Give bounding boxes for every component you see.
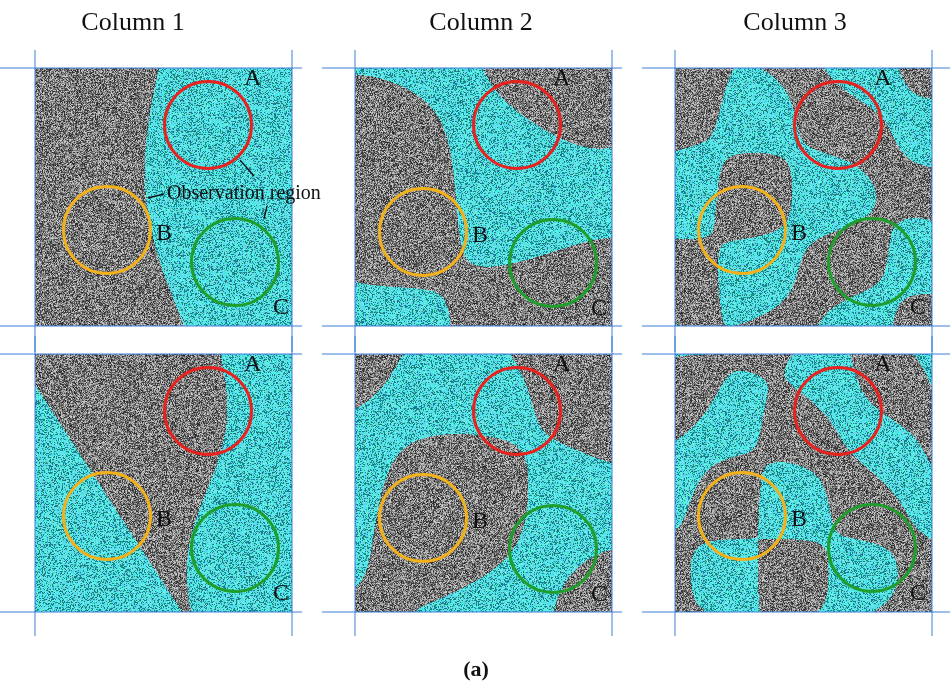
circle-outline (378, 473, 468, 563)
region-letter: C (591, 581, 607, 605)
circle-outline (190, 217, 280, 307)
figure-caption: (a) (463, 657, 489, 681)
annotation-label: Observation region (167, 181, 321, 203)
observation-circle: A (163, 80, 253, 170)
observation-circle: B (697, 185, 787, 275)
region-letter: A (553, 351, 570, 375)
circle-outline (697, 185, 787, 275)
observation-circle: A (793, 366, 883, 456)
observation-circle: B (62, 185, 152, 275)
region-letter: A (244, 65, 261, 89)
circle-outline (190, 503, 280, 593)
region-letter: B (472, 508, 488, 532)
region-letter: B (791, 506, 807, 530)
column-title: Column 1 (81, 8, 184, 37)
observation-circle: C (190, 503, 280, 593)
circle-outline (793, 366, 883, 456)
observation-circle: B (378, 473, 468, 563)
circle-outline (508, 218, 598, 308)
observation-circle: C (827, 217, 917, 307)
circle-outline (472, 80, 562, 170)
region-letter: A (244, 351, 261, 375)
observation-circle: B (697, 471, 787, 561)
circle-outline (163, 80, 253, 170)
circle-outline (472, 366, 562, 456)
region-letter: A (874, 65, 891, 89)
circle-outline (62, 471, 152, 561)
region-letter: C (910, 294, 926, 318)
observation-circle: A (472, 366, 562, 456)
circle-outline (508, 504, 598, 594)
observation-circle: C (827, 503, 917, 593)
region-letter: B (791, 220, 807, 244)
region-letter: C (273, 580, 289, 604)
circle-outline (163, 366, 253, 456)
observation-circle: C (190, 217, 280, 307)
region-letter: C (591, 295, 607, 319)
observation-circle: C (508, 504, 598, 594)
region-letter: A (553, 65, 570, 89)
circle-outline (697, 471, 787, 561)
region-letter: C (273, 294, 289, 318)
observation-circle: A (793, 80, 883, 170)
observation-circle: B (62, 471, 152, 561)
observation-circle: A (163, 366, 253, 456)
region-letter: B (156, 220, 172, 244)
observation-circle: A (472, 80, 562, 170)
observation-circle: C (508, 218, 598, 308)
region-letter: A (874, 351, 891, 375)
region-letter: B (156, 506, 172, 530)
circle-outline (827, 217, 917, 307)
region-letter: B (472, 222, 488, 246)
observation-circle: B (378, 187, 468, 277)
circle-outline (793, 80, 883, 170)
region-letter: C (910, 580, 926, 604)
crop-marks (0, 50, 950, 636)
column-title: Column 2 (429, 8, 532, 37)
circle-outline (378, 187, 468, 277)
column-title: Column 3 (743, 8, 846, 37)
circle-outline (62, 185, 152, 275)
circle-outline (827, 503, 917, 593)
